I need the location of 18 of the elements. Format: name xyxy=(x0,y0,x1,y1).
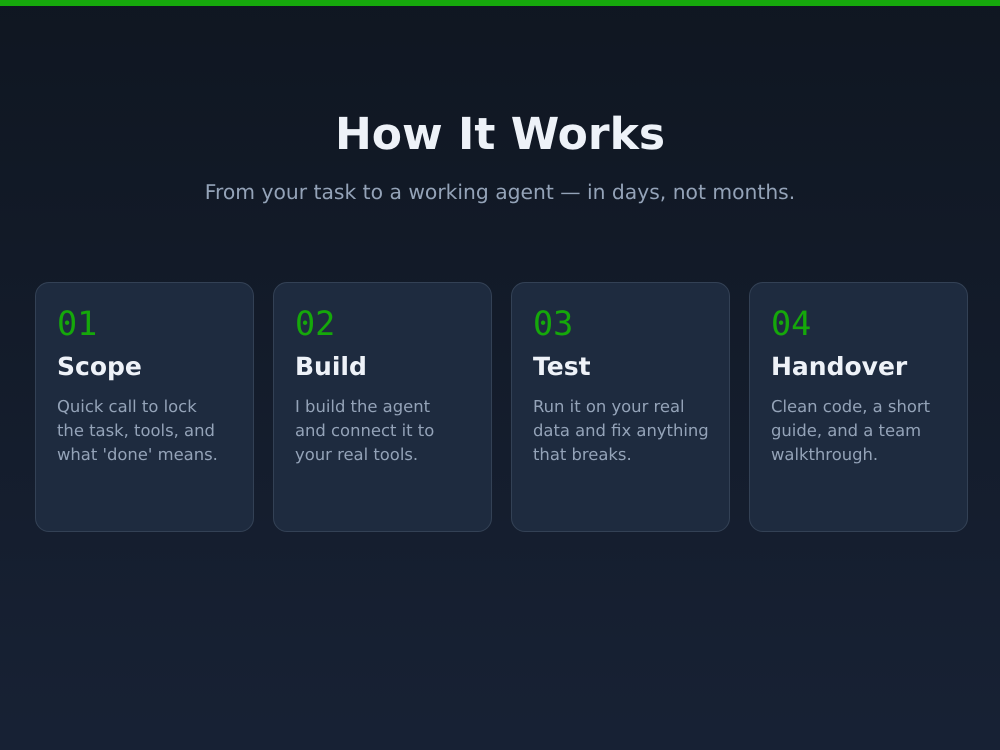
step-number: 03 xyxy=(533,304,574,344)
subtitle: From your task to a working agent — in days, not months. xyxy=(204,179,796,206)
step-description: Clean code, a short guide, and a team walkthrough. xyxy=(771,396,932,466)
step-title: Handover xyxy=(771,351,908,383)
step-card xyxy=(273,282,492,532)
step-card xyxy=(35,282,254,532)
step-card xyxy=(749,282,968,532)
step-number: 02 xyxy=(295,304,336,344)
page-title: How It Works xyxy=(334,108,666,162)
step-title: Test xyxy=(533,351,591,383)
step-number: 01 xyxy=(57,304,98,344)
step-number: 04 xyxy=(771,304,812,344)
step-description: Run it on your real data and fix anything that breaks. xyxy=(533,396,710,466)
step-description: I build the agent and connect it to your real tools. xyxy=(295,396,436,466)
step-title: Build xyxy=(295,351,367,383)
step-description: Quick call to lock the task, tools, and what 'done' means. xyxy=(57,396,219,466)
step-title: Scope xyxy=(57,351,142,383)
step-card xyxy=(511,282,730,532)
